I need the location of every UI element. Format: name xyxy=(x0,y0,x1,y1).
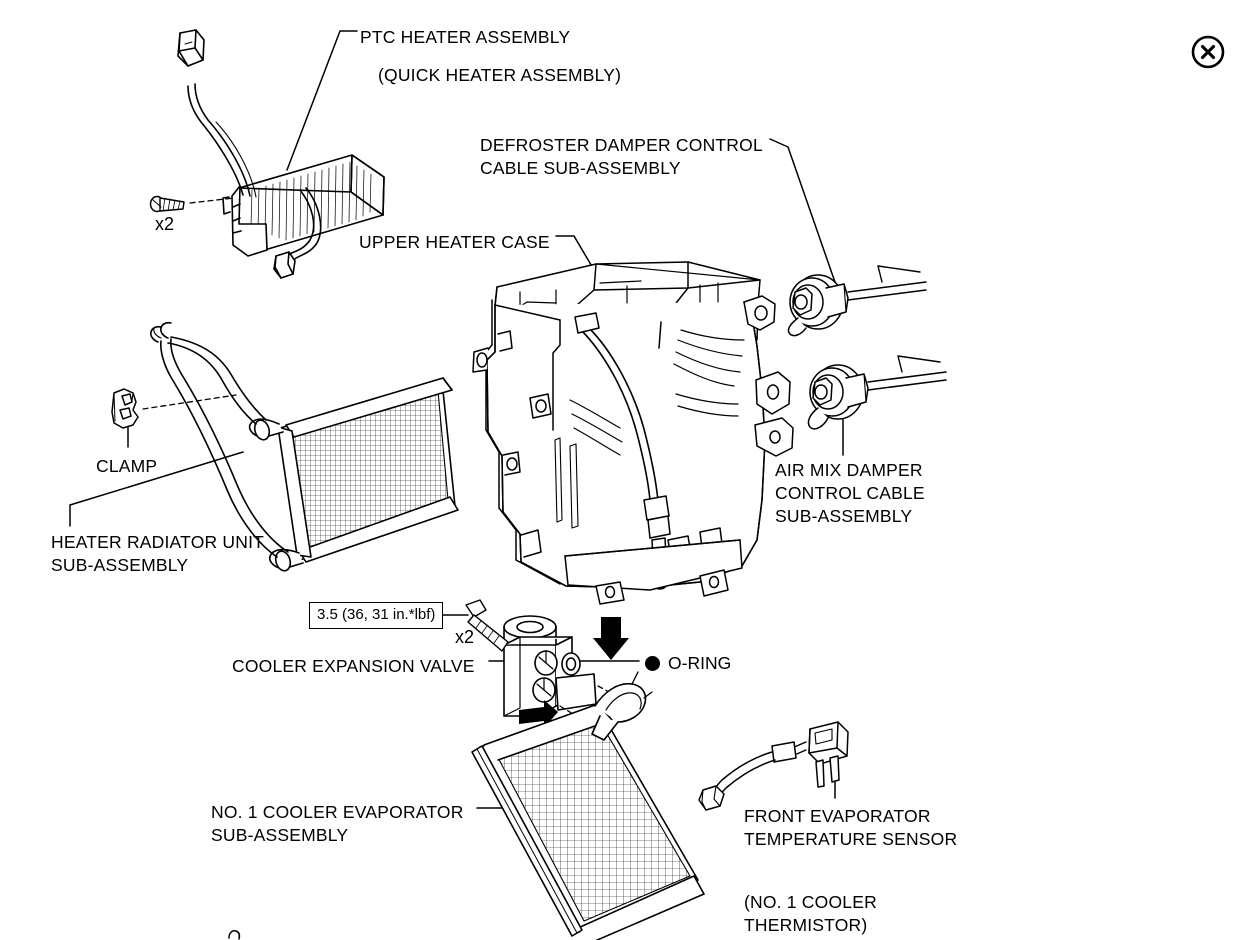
page-edge-fragment xyxy=(228,930,241,940)
air-mix-damper-control-cable-part xyxy=(807,355,947,430)
close-circle-icon xyxy=(1191,35,1225,69)
ptc-heater-part xyxy=(177,29,385,279)
heater-case-part xyxy=(472,261,794,605)
callout-clamp: CLAMP xyxy=(96,456,158,476)
callout-o-ring: O-RING xyxy=(645,653,731,674)
cooler-expansion-valve-part xyxy=(469,615,625,723)
callout-ptc-heater-assembly: PTC HEATER ASSEMBLY xyxy=(360,27,571,47)
clamp-part xyxy=(111,388,237,429)
callout-no1-cooler-evaporator: NO. 1 COOLER EVAPORATOR SUB-ASSEMBLY xyxy=(211,802,464,845)
leader-lines xyxy=(69,30,844,809)
o-ring-marker-icon xyxy=(645,656,660,671)
callout-quick-heater-assembly: (QUICK HEATER ASSEMBLY) xyxy=(378,65,622,85)
cooler-evaporator-part xyxy=(471,671,705,940)
callout-no1-cooler-thermistor: (NO. 1 COOLER THERMISTOR) xyxy=(744,892,877,935)
heater-radiator-unit-part xyxy=(150,321,459,572)
qty-expansion-valve-bolt: x2 xyxy=(455,627,475,647)
expansion-valve-bolt xyxy=(465,599,509,652)
callout-defroster-damper-control-cable: DEFROSTER DAMPER CONTROL CABLE SUB-ASSEM… xyxy=(480,135,763,178)
torque-spec-box: 3.5 (36, 31 in.*lbf) xyxy=(309,602,444,629)
close-button[interactable] xyxy=(1186,30,1230,74)
install-arrows xyxy=(519,617,629,728)
evaporator-temperature-sensor-part xyxy=(698,721,849,811)
ptc-mounting-screw xyxy=(149,195,235,213)
callout-heater-radiator-unit: HEATER RADIATOR UNIT SUB-ASSEMBLY xyxy=(51,532,265,575)
o-ring-label: O-RING xyxy=(668,653,732,673)
callout-front-evaporator-temperature-sensor: FRONT EVAPORATOR TEMPERATURE SENSOR xyxy=(744,806,958,849)
defroster-damper-control-cable-part xyxy=(787,265,927,337)
callout-cooler-expansion-valve: COOLER EXPANSION VALVE xyxy=(232,656,475,676)
callout-upper-heater-case: UPPER HEATER CASE xyxy=(359,232,550,252)
callout-air-mix-damper-control-cable: AIR MIX DAMPER CONTROL CABLE SUB-ASSEMBL… xyxy=(775,460,925,526)
qty-ptc-heater-screw: x2 xyxy=(155,214,175,234)
